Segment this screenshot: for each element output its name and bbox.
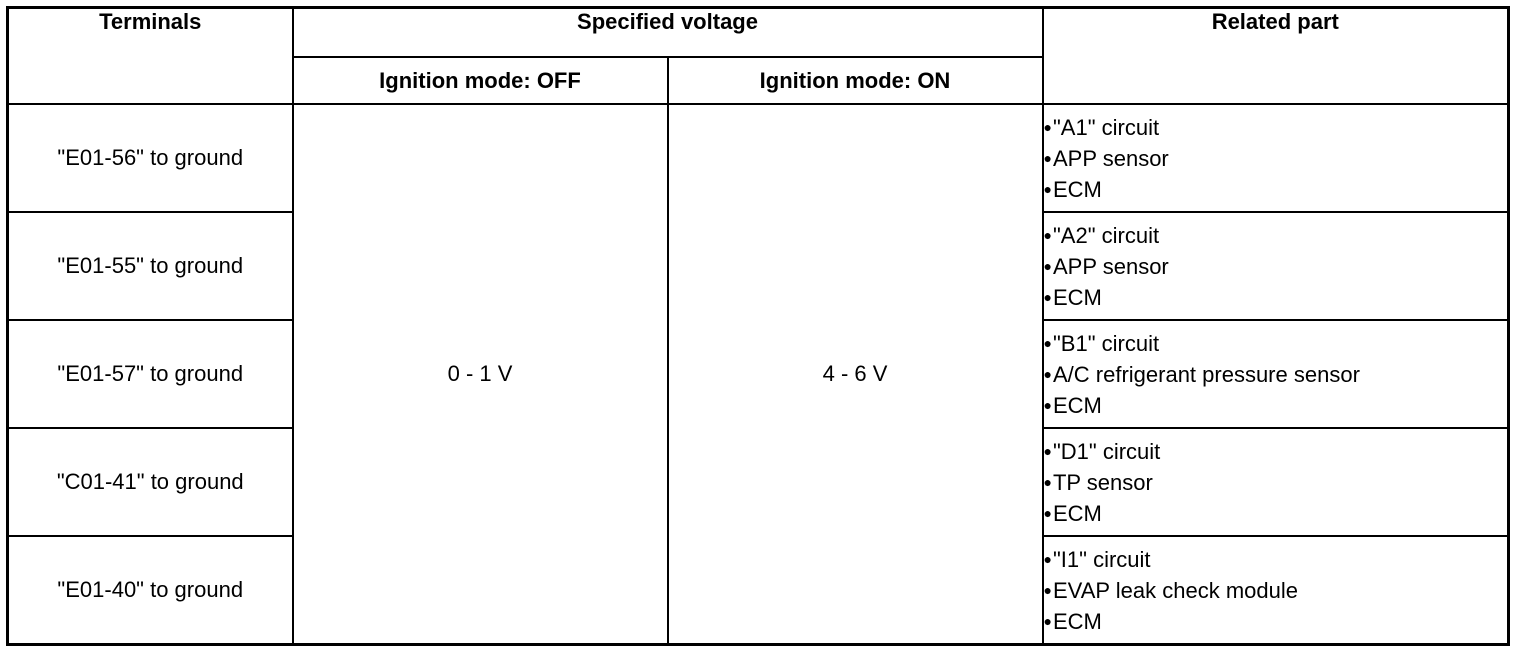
related-part-text: APP sensor xyxy=(1052,145,1169,171)
voltage-on-cell: 4 - 6 V xyxy=(666,103,1044,646)
bullet-icon: ● xyxy=(1043,442,1052,459)
related-part-item: ●APP sensor xyxy=(1044,251,1508,282)
related-part-text: "B1" circuit xyxy=(1052,330,1160,356)
related-part-cell: ●"B1" circuit ●A/C refrigerant pressure … xyxy=(1041,319,1510,429)
related-part-item: ●ECM xyxy=(1044,174,1508,205)
ignition-off-header: Ignition mode: OFF xyxy=(291,56,669,105)
terminal-cell: "E01-40" to ground xyxy=(6,535,294,646)
table-row: "E01-40" to ground ●"I1" circuit ●EVAP l… xyxy=(6,535,1510,646)
related-part-cell: ●"A1" circuit ●APP sensor ●ECM xyxy=(1041,103,1510,213)
bullet-icon: ● xyxy=(1043,581,1052,598)
related-part-text: A/C refrigerant pressure sensor xyxy=(1052,361,1360,387)
related-part-item: ●"A2" circuit xyxy=(1044,220,1508,251)
related-part-text: APP sensor xyxy=(1052,253,1169,279)
terminal-cell: "E01-55" to ground xyxy=(6,211,294,321)
bullet-icon: ● xyxy=(1043,257,1052,274)
bullet-icon: ● xyxy=(1043,226,1052,243)
related-part-item: ●TP sensor xyxy=(1044,467,1508,498)
related-part-item: ●A/C refrigerant pressure sensor xyxy=(1044,359,1508,390)
table-row: "C01-41" to ground ●"D1" circuit ●TP sen… xyxy=(6,427,1510,537)
related-part-text: ECM xyxy=(1052,392,1102,418)
related-part-item: ●APP sensor xyxy=(1044,143,1508,174)
voltage-off-cell: 0 - 1 V xyxy=(291,103,669,646)
related-part-text: ECM xyxy=(1052,500,1102,526)
related-part-item: ●"B1" circuit xyxy=(1044,328,1508,359)
related-part-text: TP sensor xyxy=(1052,469,1153,495)
related-part-item: ●"D1" circuit xyxy=(1044,436,1508,467)
table-row: "E01-57" to ground ●"B1" circuit ●A/C re… xyxy=(6,319,1510,429)
related-part-text: ECM xyxy=(1052,608,1102,634)
related-part-text: EVAP leak check module xyxy=(1052,577,1298,603)
related-part-item: ●"A1" circuit xyxy=(1044,112,1508,143)
table-row: "E01-55" to ground ●"A2" circuit ●APP se… xyxy=(6,211,1510,321)
related-part-text: "A2" circuit xyxy=(1052,222,1160,248)
header-row-top: Terminals Specified voltage Related part xyxy=(6,6,1510,105)
bullet-icon: ● xyxy=(1043,365,1052,382)
terminal-cell: "E01-56" to ground xyxy=(6,103,294,213)
bullet-icon: ● xyxy=(1043,334,1052,351)
related-part-text: "I1" circuit xyxy=(1052,546,1151,572)
header-row-sub: Ignition mode: OFF Ignition mode: ON xyxy=(8,56,1509,105)
related-part-text: ECM xyxy=(1052,284,1102,310)
bullet-icon: ● xyxy=(1043,288,1052,305)
related-part-cell: ●"I1" circuit ●EVAP leak check module ●E… xyxy=(1041,535,1510,646)
related-part-text: ECM xyxy=(1052,176,1102,202)
bullet-icon: ● xyxy=(1043,180,1052,197)
related-part-item: ●ECM xyxy=(1044,390,1508,421)
related-part-item: ●ECM xyxy=(1044,606,1508,637)
specified-voltage-header: Specified voltage xyxy=(291,6,1044,58)
terminal-cell: "E01-57" to ground xyxy=(6,319,294,429)
bullet-icon: ● xyxy=(1043,612,1052,629)
terminal-cell: "C01-41" to ground xyxy=(6,427,294,537)
related-part-text: "A1" circuit xyxy=(1052,114,1160,140)
related-part-cell: ●"D1" circuit ●TP sensor ●ECM xyxy=(1041,427,1510,537)
bullet-icon: ● xyxy=(1043,118,1052,135)
related-part-item: ●ECM xyxy=(1044,282,1508,313)
terminals-header: Terminals xyxy=(6,6,294,105)
related-part-item: ●ECM xyxy=(1044,498,1508,529)
related-part-cell: ●"A2" circuit ●APP sensor ●ECM xyxy=(1041,211,1510,321)
bullet-icon: ● xyxy=(1043,550,1052,567)
related-part-text: "D1" circuit xyxy=(1052,438,1161,464)
related-part-header: Related part xyxy=(1041,6,1510,105)
bullet-icon: ● xyxy=(1043,504,1052,521)
ignition-on-header: Ignition mode: ON xyxy=(666,56,1044,105)
related-part-item: ●"I1" circuit xyxy=(1044,544,1508,575)
voltage-spec-table: Terminals Specified voltage Related part… xyxy=(6,6,1511,646)
bullet-icon: ● xyxy=(1043,149,1052,166)
bullet-icon: ● xyxy=(1043,473,1052,490)
table-row: "E01-56" to ground 0 - 1 V 4 - 6 V ●"A1"… xyxy=(6,103,1510,646)
related-part-item: ●EVAP leak check module xyxy=(1044,575,1508,606)
bullet-icon: ● xyxy=(1043,396,1052,413)
